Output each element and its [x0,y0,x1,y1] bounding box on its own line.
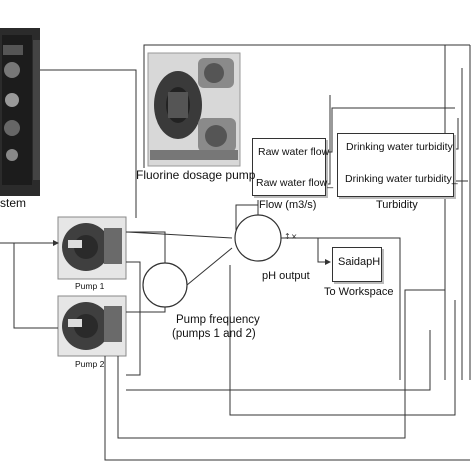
wire-turb-out-1 [453,118,459,150]
saidaph-label: SaidapH [338,256,381,268]
pump2-image [57,295,127,357]
turbidity-label-2: Drinking water turbidity_ [345,173,458,185]
fluorine-pump-label: Fluorine dosage pump [136,168,256,182]
wire-left-input-2 [13,243,58,329]
wire-flow-out-2 [325,95,331,185]
ph-sum-block[interactable] [234,214,282,262]
wire-pump2-to-sum [126,307,166,313]
wire-pump1-to-sum [126,231,166,263]
wire-fluorine-to-ph [235,204,258,230]
flow-caption: Flow (m3/s) [259,199,317,211]
wire-bottom-loop-1 [117,289,445,439]
wire-bottom-loop-2 [126,330,431,391]
ph-port-mark: ↕× [284,232,297,241]
system-panel-image [0,28,40,196]
pump-frequency-sum-block[interactable] [142,262,188,308]
raw-flow-label-1: Raw water flow [258,146,330,158]
fluorine-pump-image [147,52,241,167]
turbidity-label-1: Drinking water turbidity [346,141,453,153]
wire-system-to-right [40,69,137,218]
turbidity-caption: Turbidity [376,199,418,211]
pump1-label: Pump 1 [75,281,105,291]
turbidity-block[interactable] [337,133,454,197]
raw-flow-label-2: Raw water flow_ [256,177,334,189]
wire-sum-to-ph [186,247,233,286]
pump-frequency-label-2: (pumps 1 and 2) [172,328,256,340]
ph-output-label: pH output [262,270,310,282]
wire-top-loop [143,44,470,168]
wire-flow-out-1 [325,107,455,153]
pump1-image [57,216,127,280]
pump2-label: Pump 2 [75,359,105,369]
to-workspace-block[interactable] [332,247,382,282]
wire-bottom-loop-4 [104,356,470,461]
wire-ph-feedback [281,237,401,380]
flow-block[interactable] [252,138,326,196]
system-label: stem [0,196,27,210]
wire-bottom-loop-3 [229,265,456,416]
pump-frequency-label-1: Pump frequency [176,314,260,326]
wire-ph-to-workspace [281,237,331,265]
to-workspace-label: To Workspace [324,286,394,298]
wire-pump1-to-ph [125,231,233,239]
wire-pump-side [126,261,141,376]
